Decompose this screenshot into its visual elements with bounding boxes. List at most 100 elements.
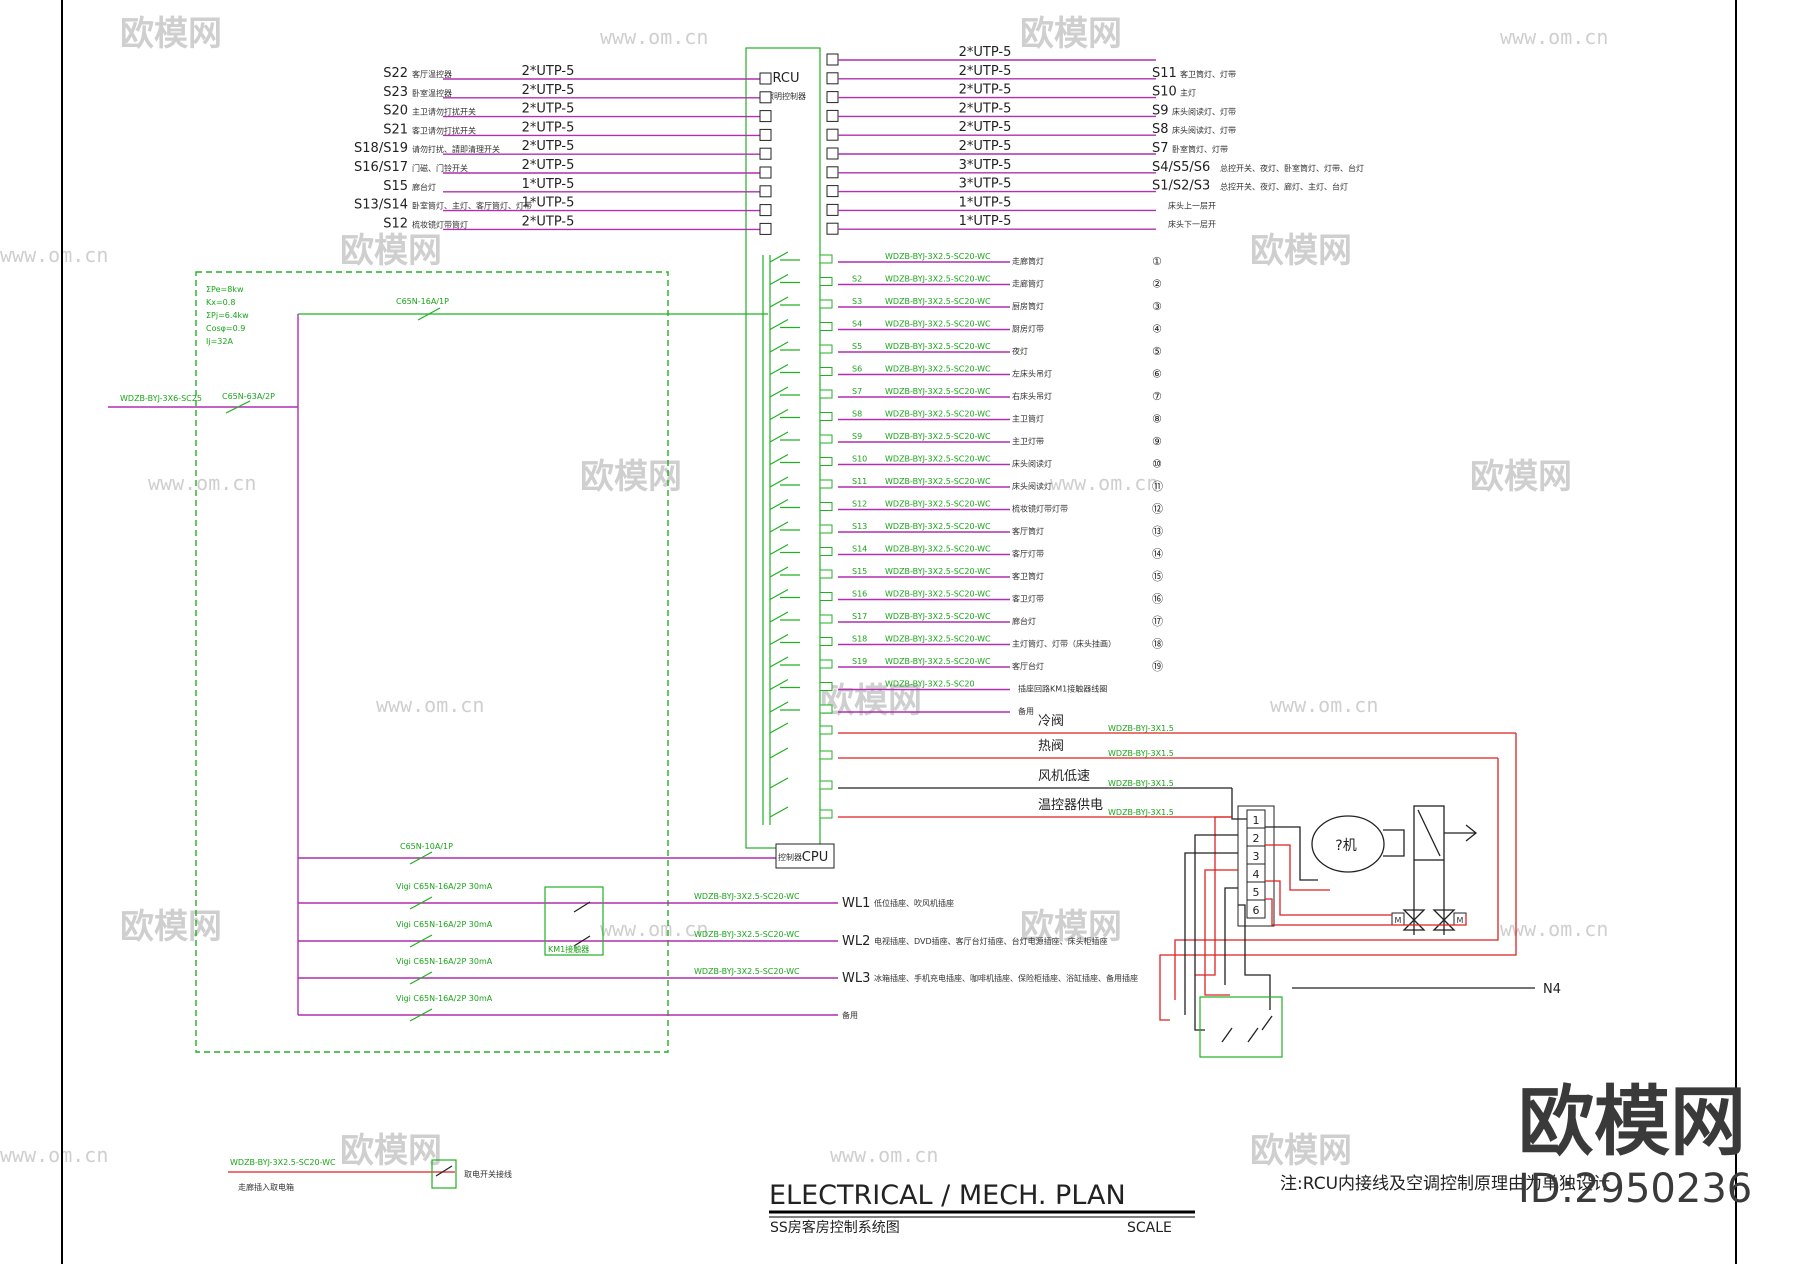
rcu-output-terminal <box>826 128 839 141</box>
watermark-layer: 欧模网欧模网欧模网欧模网欧模网欧模网欧模网欧模网欧模网欧模网欧模网www.om.… <box>0 14 1608 1171</box>
circuit-tag: ⑦ <box>1152 390 1162 403</box>
left-input-cable: 2*UTP-5 <box>522 83 575 98</box>
hvac-fuse <box>819 780 833 790</box>
outgoing-circuit-id: WL2 <box>842 934 870 949</box>
circuit-number: S4 <box>852 320 862 329</box>
circuit-fuse <box>819 367 833 376</box>
circuit-switch-contact <box>769 363 789 376</box>
left-input-desc: 卧室温控器 <box>412 88 452 98</box>
coil-diagonal <box>1417 809 1441 857</box>
right-input-cable: 2*UTP-5 <box>959 64 1012 79</box>
circuit-desc: 客厅筒灯 <box>1012 526 1044 536</box>
left-input-desc: 梳妆镜灯带筒灯 <box>412 219 468 229</box>
load-parameter: ΣPj=6.4kw <box>206 311 249 320</box>
plan-subtitle: SS房客房控制系统图 <box>770 1219 900 1236</box>
fan-motor-label: ?机 <box>1335 838 1356 854</box>
rcu-output-terminal <box>826 166 839 179</box>
left-input-id: S22 <box>383 66 408 81</box>
right-input-id: S8 <box>1152 122 1169 137</box>
control-bundle-wire <box>1204 869 1238 996</box>
plan-title: ELECTRICAL / MECH. PLAN <box>769 1180 1126 1211</box>
rcu-input-terminal <box>759 166 772 179</box>
circuit-number: S12 <box>852 500 867 509</box>
cpu-box <box>775 843 835 869</box>
rcd-breaker-label: Vigi C65N-16A/2P 30mA <box>396 957 493 966</box>
circuit-cable: WDZB-BYJ-3X2.5-SC20-WC <box>885 612 991 621</box>
watermark-url: www.om.cn <box>830 1143 938 1167</box>
circuit-tag: ⑱ <box>1152 638 1163 651</box>
rcu-input-terminal <box>759 222 772 235</box>
circuit-cable: WDZB-BYJ-3X2.5-SC20-WC <box>885 252 991 261</box>
right-input-desc: 床头下一层开 <box>1168 219 1216 229</box>
circuit-desc: 走廊筒灯 <box>1012 256 1044 266</box>
circuit-fuse <box>819 659 833 669</box>
circuit-cable: WDZB-BYJ-3X2.5-SC20-WC <box>885 657 991 666</box>
rcd-breaker-symbol <box>409 934 433 948</box>
hvac-cable: WDZB-BYJ-3X1.5 <box>1108 808 1174 817</box>
circuit-cable: WDZB-BYJ-3X2.5-SC20-WC <box>885 387 991 396</box>
main-breaker-label: C65N-63A/2P <box>222 392 275 401</box>
left-input-desc: 卧室筒灯、主灯、客厅筒灯、灯带 <box>412 201 532 211</box>
watermark-url: www.om.cn <box>376 693 484 717</box>
valve-wire <box>1265 880 1392 916</box>
circuit-switch-contact <box>769 386 789 398</box>
circuit-cable: WDZB-BYJ-3X2.5-SC20-WC <box>885 500 991 509</box>
watermark-url: www.om.cn <box>600 917 708 941</box>
circuit-tag: ③ <box>1152 300 1162 313</box>
circuit-fuse <box>819 524 833 534</box>
circuit-fuse <box>819 299 833 309</box>
load-parameter: Cosφ=0.9 <box>206 324 245 333</box>
left-input-cable: 2*UTP-5 <box>522 64 575 79</box>
thermostat-switch-box <box>1199 996 1283 1058</box>
circuit-cable: WDZB-BYJ-3X2.5-SC20-WC <box>885 567 991 576</box>
outgoing-circuit-desc: 冰箱插座、手机充电插座、咖啡机插座、保险柜插座、浴缸插座、备用插座 <box>874 973 1138 983</box>
rcd-breaker-label: Vigi C65N-16A/2P 30mA <box>396 920 493 929</box>
circuit-switch-contact <box>769 341 789 353</box>
control-bundle-wire <box>1184 852 1238 1015</box>
circuit-tag: ⑲ <box>1152 660 1163 673</box>
circuit-number: S10 <box>852 455 867 464</box>
fan-coil-terminal <box>1246 899 1266 919</box>
left-input-cable: 2*UTP-5 <box>522 102 575 117</box>
circuit-cable: WDZB-BYJ-3X2.5-SC20-WC <box>885 432 991 441</box>
circuit-tag: ⑬ <box>1152 525 1163 538</box>
right-input-cable: 1*UTP-5 <box>959 195 1012 210</box>
hvac-switch-contact <box>769 747 789 759</box>
circuit-desc: 客卫灯带 <box>1012 594 1044 604</box>
left-input-id: S21 <box>383 122 408 137</box>
right-input-desc: 总控开关、夜灯、廊灯、主灯、台灯 <box>1220 182 1348 192</box>
outgoing-circuit-desc: 备用 <box>842 1010 858 1020</box>
hot-valve-actuator-label: M <box>1457 916 1464 925</box>
fan-coil-terminal-number: 5 <box>1253 886 1260 899</box>
rcu-input-terminal <box>759 128 772 141</box>
circuit-tag: ⑩ <box>1152 458 1162 471</box>
fan-coil-terminal-number: 6 <box>1253 904 1260 917</box>
watermark-brand: 欧模网 <box>1020 14 1122 54</box>
rcu-supply-breaker-symbol <box>417 307 441 321</box>
left-input-desc: 门磁、门铃开关 <box>412 163 468 173</box>
circuit-desc: 走廊筒灯 <box>1012 279 1044 289</box>
circuit-switch-contact <box>769 633 789 646</box>
circuit-cable: WDZB-BYJ-3X2.5-SC20-WC <box>885 275 991 284</box>
circuit-tag: ⑭ <box>1152 548 1163 561</box>
left-input-desc: 客卫请勿打扰开关 <box>412 125 476 135</box>
fan-speed-wire <box>1265 826 1318 881</box>
right-input-desc: 卧室筒灯、灯带 <box>1172 144 1228 154</box>
load-parameter: Kx=0.8 <box>206 298 235 307</box>
circuit-number: S2 <box>852 275 862 284</box>
control-bundle-wire <box>1238 904 1271 1010</box>
fan-motor-icon <box>1311 815 1385 873</box>
circuit-switch-contact <box>769 588 789 601</box>
card-switch-cable: WDZB-BYJ-3X2.5-SC20-WC <box>230 1158 336 1167</box>
left-input-cable: 2*UTP-5 <box>522 139 575 154</box>
watermark-url: www.om.cn <box>0 243 108 267</box>
circuit-switch-contact <box>769 251 789 263</box>
control-bundle-wire <box>1224 887 1238 985</box>
fan-coil-terminal-number: 2 <box>1253 832 1260 845</box>
circuit-cable: WDZB-BYJ-3X2.5-SC20-WC <box>885 545 991 554</box>
hot-valve-icon <box>1432 909 1456 931</box>
